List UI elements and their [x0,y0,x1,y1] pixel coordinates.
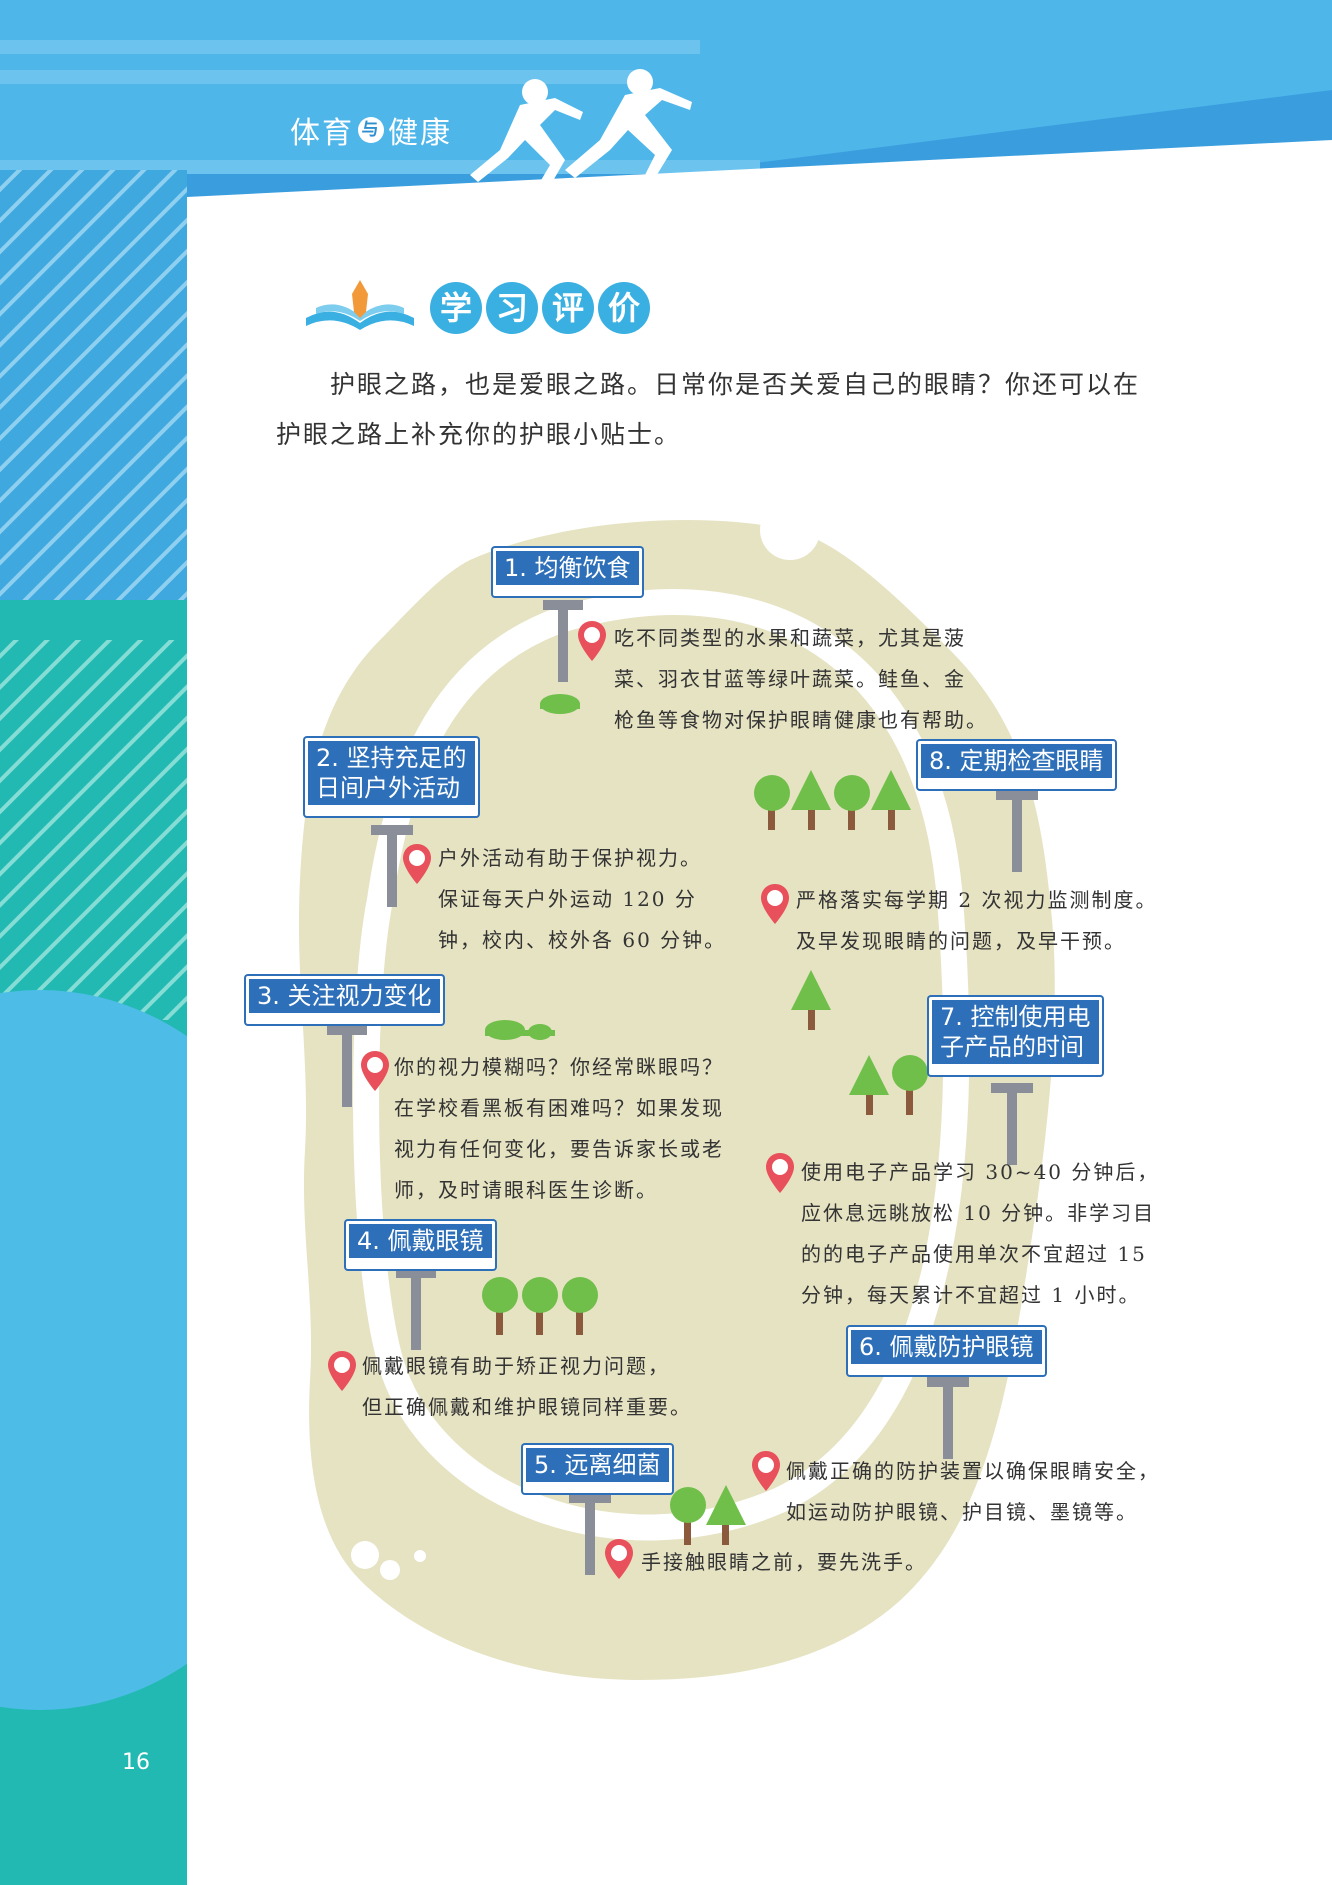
map-pin-icon [761,884,789,924]
tip-line: 应休息远眺放松 10 分钟。非学习目 [801,1201,1156,1225]
tip-line: 你的视力模糊吗？你经常眯眼吗？ [394,1055,724,1079]
station-2-title-line: 日间户外活动 [316,774,460,802]
station-7-title-line: 子产品的时间 [940,1033,1084,1061]
tip-line: 严格落实每学期 2 次视力监测制度。 [796,888,1158,912]
section-char-3: 评 [542,282,594,334]
map-pin-icon [766,1153,794,1193]
tip-line: 如运动防护眼镜、护目镜、墨镜等。 [786,1500,1138,1524]
station-5-title: 5. 远离细菌 [534,1451,661,1479]
intro-line-2: 护眼之路上补充你的护眼小贴士。 [276,420,682,449]
section-char-1: 学 [430,282,482,334]
station-8-tip: 严格落实每学期 2 次视力监测制度。 及早发现眼睛的问题，及早干预。 [796,880,1157,962]
tip-line: 分钟，每天累计不宜超过 1 小时。 [801,1283,1141,1307]
station-sign-3: 3. 关注视力变化 [246,976,443,1024]
tree-group [482,694,928,1545]
tip-line: 佩戴眼镜有助于矫正视力问题， [362,1354,670,1378]
station-2-tip: 户外活动有助于保护视力。 保证每天户外运动 120 分 钟，校内、校外各 60 … [438,838,726,961]
tip-line: 钟，校内、校外各 60 分钟。 [438,928,727,952]
tip-line: 户外活动有助于保护视力。 [438,846,702,870]
station-3-tip: 你的视力模糊吗？你经常眯眼吗？ 在学校看黑板有困难吗？如果发现 视力有任何变化，… [394,1047,724,1211]
page-number: 16 [122,1750,150,1775]
tip-line: 菜、羽衣甘蓝等绿叶蔬菜。鲑鱼、金 [614,667,966,691]
station-sign-7: 7. 控制使用电 子产品的时间 [929,997,1102,1075]
station-7-title-line: 7. 控制使用电 [940,1003,1091,1031]
station-4-title: 4. 佩戴眼镜 [357,1227,484,1255]
section-heading: 学 习 评 价 [298,278,658,340]
map-pin-icon [605,1539,633,1579]
station-7-tip: 使用电子产品学习 30~40 分钟后， 应休息远眺放松 10 分钟。非学习目 的… [801,1152,1159,1316]
intro-line-1: 护眼之路，也是爱眼之路。日常你是否关爱自己的眼睛？你还可以在 [330,370,1141,399]
tip-line: 使用电子产品学习 30~40 分钟后， [801,1160,1160,1184]
tip-line: 及早发现眼睛的问题，及早干预。 [796,929,1126,953]
station-sign-1: 1. 均衡饮食 [493,548,642,596]
map-pin-icon [361,1051,389,1091]
station-4-tip: 佩戴眼镜有助于矫正视力问题， 但正确佩戴和维护眼镜同样重要。 [362,1346,692,1428]
tip-line: 保证每天户外运动 120 分 [438,887,697,911]
map-pin-icon [752,1451,780,1491]
section-char-4: 价 [598,282,650,334]
book-title: 体育 与 健康 [290,108,452,152]
station-1-title: 1. 均衡饮食 [504,554,631,582]
tip-line: 的的电子产品使用单次不宜超过 15 [801,1242,1147,1266]
station-5-tip: 手接触眼睛之前，要先洗手。 [641,1542,927,1583]
book-title-right: 健康 [388,116,452,151]
book-title-connector: 与 [358,117,384,143]
map-pin-icon [403,844,431,884]
tip-line: 枪鱼等食物对保护眼睛健康也有帮助。 [614,708,988,732]
tip-line: 在学校看黑板有困难吗？如果发现 [394,1096,724,1120]
tip-line: 手接触眼睛之前，要先洗手。 [641,1550,927,1574]
station-6-title: 6. 佩戴防护眼镜 [859,1333,1034,1361]
tip-line: 师，及时请眼科医生诊断。 [394,1178,658,1202]
map-pin-icon [328,1351,356,1391]
tip-line: 但正确佩戴和维护眼镜同样重要。 [362,1395,692,1419]
tip-line: 佩戴正确的防护装置以确保眼睛安全， [786,1459,1160,1483]
station-2-title-line: 2. 坚持充足的 [316,744,467,772]
tip-line: 视力有任何变化，要告诉家长或老 [394,1137,724,1161]
station-8-title: 8. 定期检查眼睛 [929,747,1104,775]
book-title-left: 体育 [290,116,354,151]
station-1-tip: 吃不同类型的水果和蔬菜，尤其是菠 菜、羽衣甘蓝等绿叶蔬菜。鲑鱼、金 枪鱼等食物对… [614,618,988,741]
station-sign-2: 2. 坚持充足的 日间户外活动 [305,738,478,816]
section-char-2: 习 [486,282,538,334]
station-sign-8: 8. 定期检查眼睛 [918,741,1115,789]
station-sign-5: 5. 远离细菌 [523,1445,672,1493]
station-3-title: 3. 关注视力变化 [257,982,432,1010]
tip-line: 吃不同类型的水果和蔬菜，尤其是菠 [614,626,966,650]
open-book-pen-icon [306,280,414,330]
map-pin-icon [578,621,606,661]
station-sign-4: 4. 佩戴眼镜 [346,1221,495,1269]
intro-paragraph: 护眼之路，也是爱眼之路。日常你是否关爱自己的眼睛？你还可以在 护眼之路上补充你的… [276,360,1146,460]
station-sign-6: 6. 佩戴防护眼镜 [848,1327,1045,1375]
station-6-tip: 佩戴正确的防护装置以确保眼睛安全， 如运动防护眼镜、护目镜、墨镜等。 [786,1451,1160,1533]
